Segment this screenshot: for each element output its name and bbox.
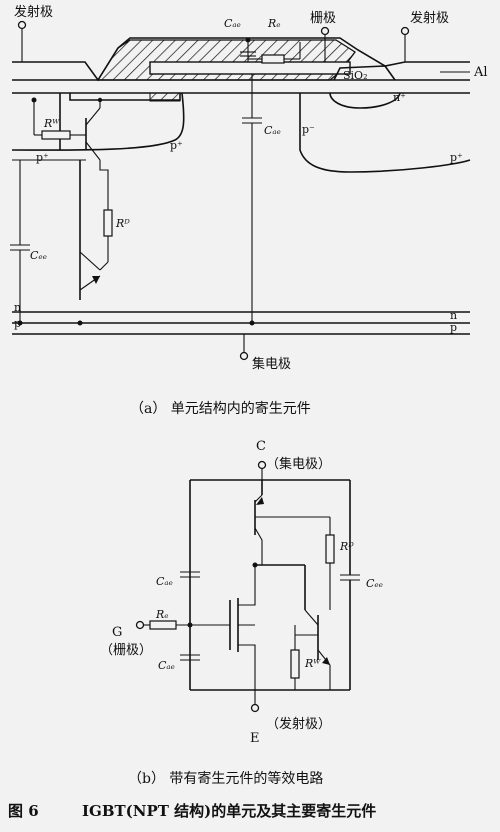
c-gc-top-label: Cₐₑ — [224, 17, 241, 30]
n-bottom-right-label: n — [450, 309, 458, 322]
r-g-b-label: Rₑ — [156, 608, 169, 621]
r-d-b-label: Rᴰ — [340, 540, 354, 553]
caption-a: （a） 单元结构内的寄生元件 — [130, 401, 311, 417]
c-terminal-label: C — [256, 439, 266, 454]
c-gc-label: Cₐₑ — [264, 124, 281, 137]
r-d-label: Rᴰ — [116, 217, 130, 230]
p-plus-left-label: p⁺ — [36, 151, 49, 164]
emitter-right-label: 发射极 — [410, 11, 450, 26]
figure-number: 图 6 — [8, 802, 39, 820]
p-mid-label: p⁺ — [170, 139, 183, 152]
collector-paren-label: （集电极） — [266, 457, 332, 472]
c-ce-b-label: Cₑₑ — [366, 577, 383, 590]
equivalent-circuit — [135, 460, 360, 713]
collector-label: 集电极 — [252, 357, 292, 372]
g-terminal-label: G — [112, 625, 123, 640]
c-ge-b-label: Cₐₑ — [158, 659, 175, 672]
gate-label: 栅极 — [310, 11, 337, 26]
gate-paren-label: （栅极） — [100, 643, 153, 658]
figure-title: IGBT(NPT 结构)的单元及其主要寄生元件 — [82, 802, 377, 820]
sio2-label: SiO₂ — [343, 69, 368, 82]
p-plus-right-label: p⁺ — [450, 151, 463, 164]
emitter-paren-label: （发射极） — [266, 717, 332, 732]
c-gc-b-label: Cₐₑ — [156, 575, 173, 588]
r-w-label: Rᵂ — [44, 117, 60, 130]
c-ce-label: Cₑₑ — [30, 249, 47, 262]
p-bottom-right-label: p — [450, 321, 458, 334]
cell-structure — [10, 20, 471, 361]
emitter-left-label: 发射极 — [14, 5, 54, 20]
n-bottom-label: n — [14, 301, 22, 314]
e-terminal-label: E — [250, 731, 260, 746]
r-g-top-label: Rₑ — [268, 17, 281, 30]
n-plus-right-label: n⁺ — [393, 91, 406, 104]
al-label: Al — [474, 65, 488, 80]
caption-b: （b） 带有寄生元件的等效电路 — [128, 771, 324, 787]
r-w-b-label: Rᵂ — [305, 657, 321, 670]
p-right-label: p⁻ — [302, 123, 315, 136]
p-bottom-left-label: p — [14, 317, 22, 330]
